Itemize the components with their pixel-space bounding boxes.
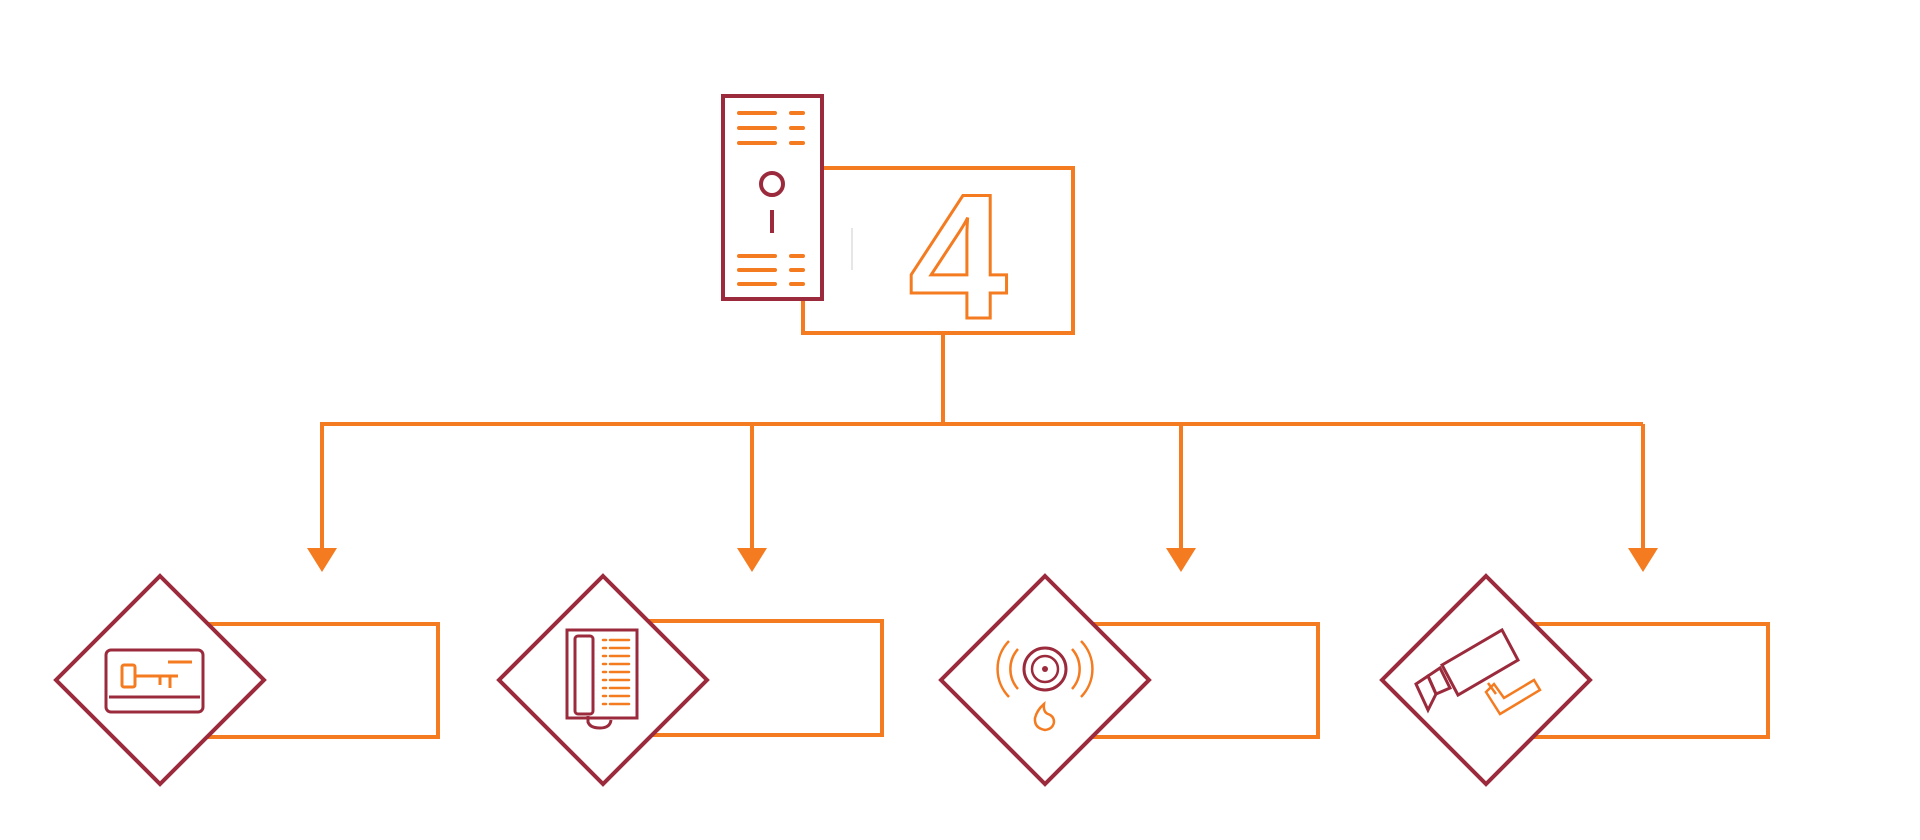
hub-number: 4: [909, 157, 1008, 356]
hub-label-box: [801, 166, 1075, 335]
node-access-card: [53, 573, 440, 787]
connectors: [320, 333, 1645, 548]
fire-alarm-bell-icon: [996, 640, 1094, 732]
arrowhead-4: [1628, 548, 1658, 572]
node-intercom: [496, 573, 884, 787]
hub: 4: [721, 94, 1075, 358]
arrowheads: [307, 548, 1658, 572]
intercom-handset-icon: [565, 628, 639, 730]
arrowhead-3: [1166, 548, 1196, 572]
node-diamond: [938, 573, 1152, 787]
node-security-camera: [1379, 573, 1770, 787]
access-card-key-icon: [104, 648, 205, 714]
node-fire-alarm: [938, 573, 1320, 787]
arrowhead-1: [307, 548, 337, 572]
security-camera-icon: [1414, 627, 1542, 716]
door-entry-panel-icon: [721, 94, 824, 301]
arrowhead-2: [737, 548, 767, 572]
